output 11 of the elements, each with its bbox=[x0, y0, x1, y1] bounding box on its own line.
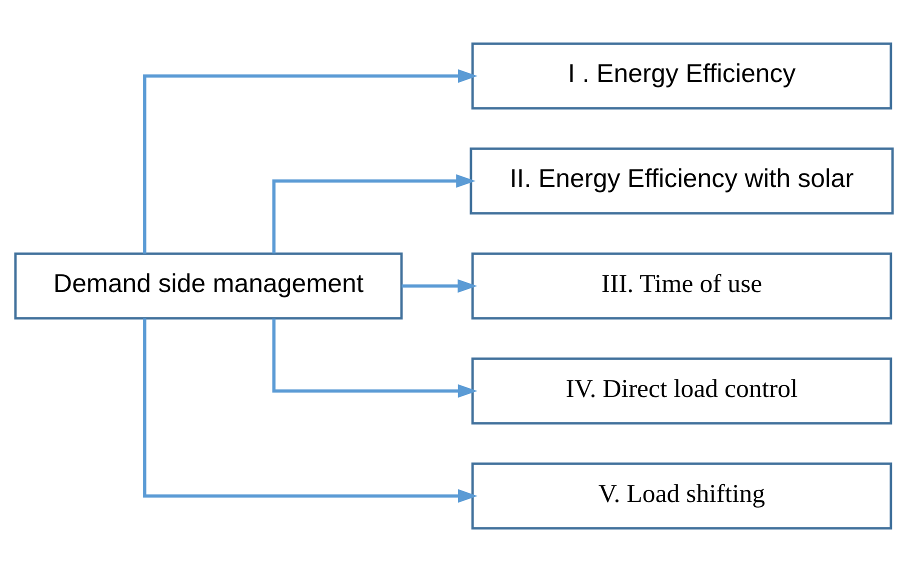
node-box: III. Time of use bbox=[470, 252, 892, 320]
arrow bbox=[401, 279, 477, 293]
node-box: I . Energy Efficiency bbox=[470, 42, 892, 110]
arrow bbox=[272, 174, 476, 254]
node-box: IV. Direct load control bbox=[470, 357, 892, 424]
node-box: II. Energy Efficiency with solar bbox=[469, 148, 894, 215]
node-box: Demand side management bbox=[14, 252, 402, 320]
node-box: V. Load shifting bbox=[470, 462, 892, 530]
arrow bbox=[142, 318, 477, 503]
arrow bbox=[142, 69, 477, 254]
arrow bbox=[272, 318, 477, 398]
